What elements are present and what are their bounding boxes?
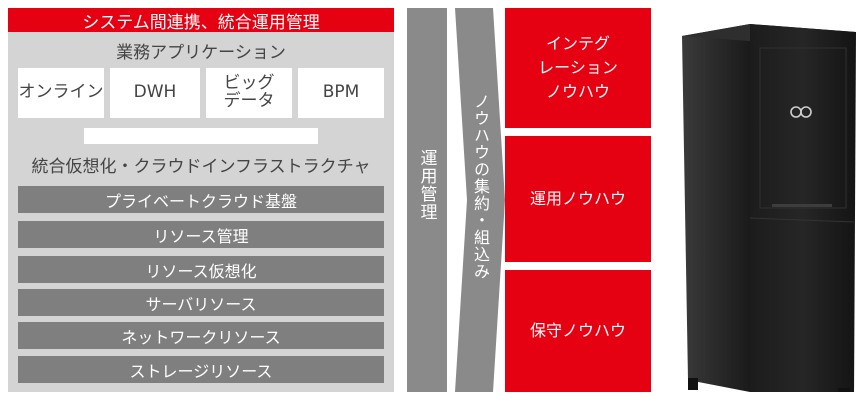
maintenance-knowhow-box: 保守ノウハウ [505, 270, 651, 392]
layer-resource-management: リソース管理 [18, 221, 384, 248]
operations-knowhow-box: 運用ノウハウ [505, 136, 651, 262]
maintenance-knowhow-label: 保守ノウハウ [529, 321, 626, 340]
app-dwh: DWH [110, 68, 200, 118]
layer-storage-resource: ストレージリソース [18, 356, 384, 383]
layer-network-resource-label: ネットワークリソース [121, 327, 281, 347]
knowhow-label: ノウハウの集約・組込み [471, 92, 490, 280]
business-app-title: 業務アプリケーション [8, 36, 394, 64]
connector-left [8, 128, 84, 144]
app-big-data: ビッグ データ [206, 68, 292, 118]
layer-server-resource-label: サーバリソース [145, 294, 257, 314]
app-big-data-label: ビッグ データ [223, 73, 275, 111]
operations-management-column: 運用管理 [407, 8, 447, 392]
knowhow-chevron: ノウハウの集約・組込み [455, 8, 505, 392]
knowhow-chevron-shape [455, 8, 505, 392]
layer-private-cloud: プライベートクラウド基盤 [18, 186, 384, 213]
layer-private-cloud-label: プライベートクラウド基盤 [104, 191, 297, 211]
infrastructure-title-label: 統合仮想化・クラウドインフラストラクチャ [31, 156, 371, 177]
app-online-label: オンライン [18, 82, 104, 103]
operations-management-label: 運用管理 [416, 149, 437, 221]
server-rack-image [668, 8, 860, 397]
layer-resource-management-label: リソース管理 [153, 226, 249, 246]
server-rack-drawing [682, 24, 856, 397]
layer-server-resource: サーバリソース [18, 289, 384, 316]
integration-knowhow-box: インテグ レーション ノウハウ [505, 8, 651, 128]
app-bpm-label: BPM [322, 82, 360, 103]
layer-storage-resource-label: ストレージリソース [129, 361, 273, 381]
integration-knowhow-label: インテグ レーション ノウハウ [538, 34, 618, 101]
layer-resource-virtualization-label: リソース仮想化 [145, 261, 257, 281]
integration-header: システム間連携、統合運用管理 [8, 8, 394, 33]
business-app-title-label: 業務アプリケーション [116, 42, 286, 63]
infrastructure-title: 統合仮想化・クラウドインフラストラクチャ [8, 148, 394, 180]
app-dwh-label: DWH [133, 82, 177, 103]
operations-knowhow-label: 運用ノウハウ [529, 189, 626, 208]
vendor-logo-icon [790, 106, 812, 118]
integration-header-label: システム間連携、統合運用管理 [82, 12, 320, 33]
layer-network-resource: ネットワークリソース [18, 322, 384, 349]
layer-resource-virtualization: リソース仮想化 [18, 256, 384, 283]
connector-right [318, 128, 394, 144]
app-online: オンライン [18, 68, 104, 118]
app-bpm: BPM [298, 68, 384, 118]
